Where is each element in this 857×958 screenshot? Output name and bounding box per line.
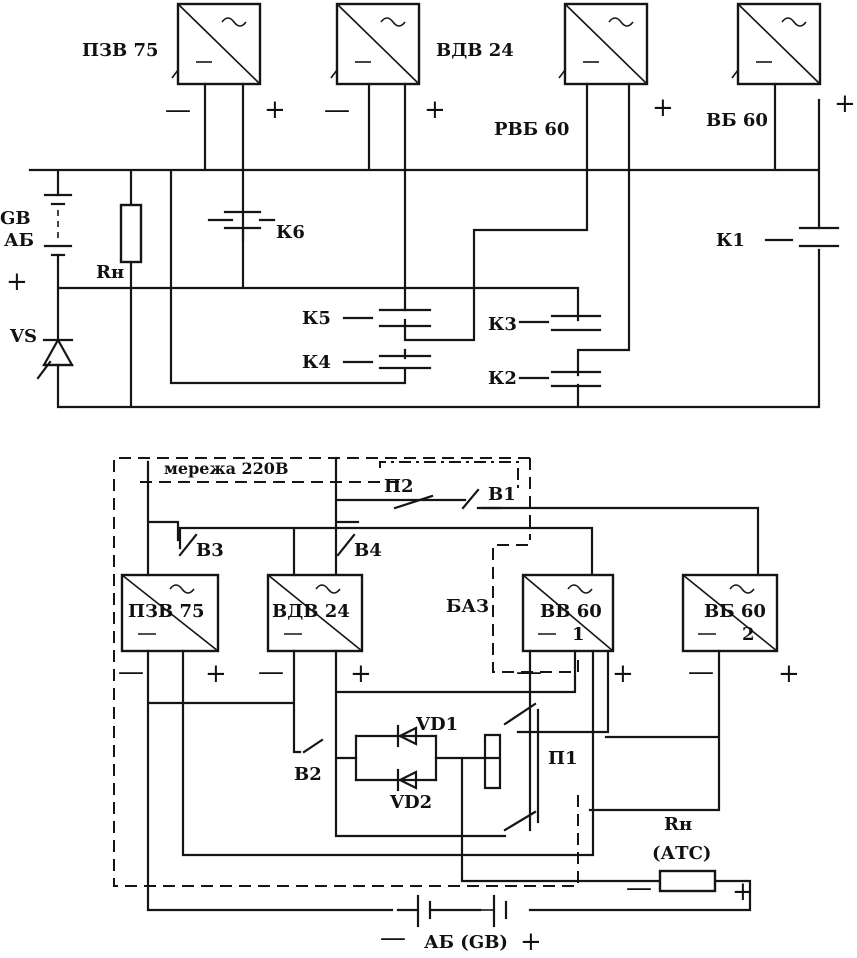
top-battery-label-gb: GB — [0, 208, 31, 229]
top-contact-k1 — [764, 226, 840, 248]
bottom-label-pzv75: ПЗВ 75 — [128, 601, 205, 622]
top-diagram: ПЗВ 75 ВДВ 24 РВБ 60 ВБ 60 — + — + + + G… — [0, 2, 856, 409]
top-contact-k5-label: К5 — [302, 308, 331, 329]
top-converter-pzv75 — [171, 2, 262, 86]
bottom-label-vdv24: ВДВ 24 — [272, 601, 350, 622]
bottom-battery-minus: — — [380, 923, 406, 953]
top-load-resistor — [119, 203, 143, 264]
top-label-vdv24: ВДВ 24 — [436, 40, 514, 61]
top-battery-plus: + — [6, 267, 28, 297]
top-contact-k2-label: К2 — [488, 368, 517, 389]
bottom-battery-label: АБ (GB) — [424, 932, 508, 953]
bottom-switch-b2 — [302, 738, 324, 754]
bottom-relay-p1-label: П1 — [548, 748, 578, 769]
bottom-b1-linkage — [379, 461, 519, 490]
bottom-baz-label: БАЗ — [446, 596, 489, 617]
bottom-vb60-minus: — — [688, 657, 714, 687]
bottom-dashed-upper — [140, 458, 531, 540]
top-thyristor-label: VS — [9, 326, 37, 347]
bottom-battery-plus: + — [520, 927, 542, 953]
bottom-wires — [146, 456, 760, 912]
bottom-switch-b3-label: В3 — [196, 540, 224, 561]
bottom-label-vb60: ВБ 60 — [704, 601, 766, 622]
top-label-pzv75: ПЗВ 75 — [82, 40, 159, 61]
bottom-label-vb60-index: 2 — [742, 624, 755, 645]
top-contact-k1-label: К1 — [716, 230, 745, 251]
top-contact-k4 — [342, 354, 432, 370]
bottom-vv60-plus: + — [612, 659, 634, 689]
bottom-pzv75-minus: — — [118, 657, 144, 687]
top-contact-k6-label: К6 — [276, 222, 305, 243]
top-pzv75-minus: — — [165, 95, 191, 125]
bottom-diagram: мережа 220В ПЗВ 75 ВДВ 24 — [113, 456, 800, 957]
bottom-switch-p2 — [393, 494, 434, 510]
bottom-converter-vb60 — [681, 573, 779, 653]
top-contact-k3 — [518, 314, 602, 332]
top-vdv24-minus: — — [324, 95, 350, 125]
bottom-baz-outline — [492, 544, 579, 673]
bottom-diode-vd1-label: VD1 — [415, 714, 458, 735]
bottom-load-minus: — — [626, 873, 652, 903]
top-pzv75-plus: + — [264, 95, 286, 125]
top-battery-label-ab: АБ — [4, 230, 34, 251]
top-wires — [28, 82, 821, 409]
bottom-load-label: Rн — [664, 814, 692, 835]
bottom-battery — [396, 894, 508, 928]
bottom-switch-p2-label: П2 — [384, 476, 414, 497]
top-contact-k3-label: К3 — [488, 314, 517, 335]
bottom-converter-vdv24 — [266, 573, 364, 653]
top-contact-k4-label: К4 — [302, 352, 331, 373]
top-vb60-plus: + — [834, 89, 856, 119]
bottom-diode-bridge — [354, 734, 438, 782]
bottom-label-vv60: ВВ 60 — [540, 601, 602, 622]
bottom-switch-b1 — [461, 488, 502, 510]
top-rvb60-plus: + — [652, 93, 674, 123]
bottom-switch-b4-label: В4 — [354, 540, 382, 561]
bottom-load-sub: (АТС) — [652, 843, 711, 864]
top-contact-k5 — [342, 308, 432, 328]
top-contact-k6 — [207, 210, 276, 242]
bottom-diode-vd2-label: VD2 — [389, 792, 432, 813]
top-contact-k2 — [518, 370, 602, 388]
top-battery-gb — [43, 193, 73, 257]
bottom-diode-vd1 — [354, 724, 438, 748]
bottom-switch-b3 — [178, 533, 198, 557]
bottom-mains-label: мережа 220В — [164, 459, 288, 478]
top-converter-vb60 — [731, 2, 822, 86]
bottom-vdv24-plus: + — [350, 659, 372, 689]
bottom-switch-b1-label: В1 — [488, 484, 516, 505]
bottom-load-resistor — [658, 869, 717, 893]
top-thyristor-vs — [36, 337, 74, 380]
bottom-label-vv60-index: 1 — [572, 624, 585, 645]
bottom-vb60-plus: + — [778, 659, 800, 689]
bottom-switch-b4 — [336, 533, 356, 557]
top-label-rvb60: РВБ 60 — [494, 119, 569, 140]
bottom-vdv24-minus: — — [258, 657, 284, 687]
bottom-diode-vd2 — [354, 768, 438, 792]
top-converter-vdv24 — [330, 2, 421, 86]
bottom-load-plus: + — [732, 877, 754, 907]
top-label-vb60: ВБ 60 — [706, 110, 768, 131]
bottom-converter-pzv75 — [120, 573, 220, 653]
top-converter-rvb60 — [558, 2, 649, 86]
top-load-label: Rн — [96, 262, 124, 283]
top-vdv24-plus: + — [424, 95, 446, 125]
bottom-switch-b2-label: В2 — [294, 764, 322, 785]
bottom-converter-vv60 — [521, 573, 615, 653]
bottom-pzv75-plus: + — [205, 659, 227, 689]
